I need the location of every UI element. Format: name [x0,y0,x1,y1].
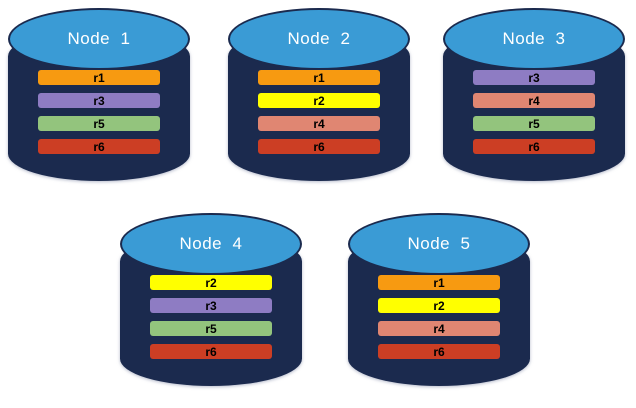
replica-bar[interactable]: r3 [473,70,595,85]
node-cylinder-top [443,8,625,70]
node-label: Node 2 [287,29,351,48]
node-label: Node 1 [67,29,131,48]
database-node-4[interactable]: Node 4 r2 r3 r5 r6 [120,213,302,395]
replica-bar[interactable]: r2 [258,93,380,108]
node-cylinder-top [348,213,530,275]
replica-bar[interactable]: r3 [38,93,160,108]
database-node-5[interactable]: Node 5 r1 r2 r4 r6 [348,213,530,395]
replica-bar[interactable]: r4 [473,93,595,108]
database-node-2[interactable]: Node 2 r1 r2 r4 r6 [228,8,410,190]
node-label: Node 3 [502,29,566,48]
database-node-1[interactable]: Node 1 r1 r3 r5 r6 [8,8,190,190]
replica-bar[interactable]: r4 [378,321,500,336]
node-label: Node 5 [407,234,471,253]
replica-bar[interactable]: r4 [258,116,380,131]
database-node-3[interactable]: Node 3 r3 r4 r5 r6 [443,8,625,190]
replica-bar[interactable]: r6 [473,139,595,154]
node-cylinder-top [228,8,410,70]
replica-bar[interactable]: r1 [38,70,160,85]
replica-list: r3 r4 r5 r6 [473,70,595,154]
replica-bar[interactable]: r6 [38,139,160,154]
replica-bar[interactable]: r6 [258,139,380,154]
node-cylinder-top [8,8,190,70]
replica-list: r1 r2 r4 r6 [258,70,380,154]
replica-bar[interactable]: r5 [150,321,272,336]
replica-bar[interactable]: r6 [378,344,500,359]
replica-list: r2 r3 r5 r6 [150,275,272,359]
node-cylinder-top [120,213,302,275]
replica-bar[interactable]: r5 [473,116,595,131]
replica-bar[interactable]: r2 [378,298,500,313]
node-label: Node 4 [179,234,243,253]
replica-bar[interactable]: r6 [150,344,272,359]
replica-bar[interactable]: r2 [150,275,272,290]
replica-bar[interactable]: r3 [150,298,272,313]
replica-list: r1 r3 r5 r6 [38,70,160,154]
replica-bar[interactable]: r1 [378,275,500,290]
replica-list: r1 r2 r4 r6 [378,275,500,359]
replica-bar[interactable]: r1 [258,70,380,85]
replica-bar[interactable]: r5 [38,116,160,131]
